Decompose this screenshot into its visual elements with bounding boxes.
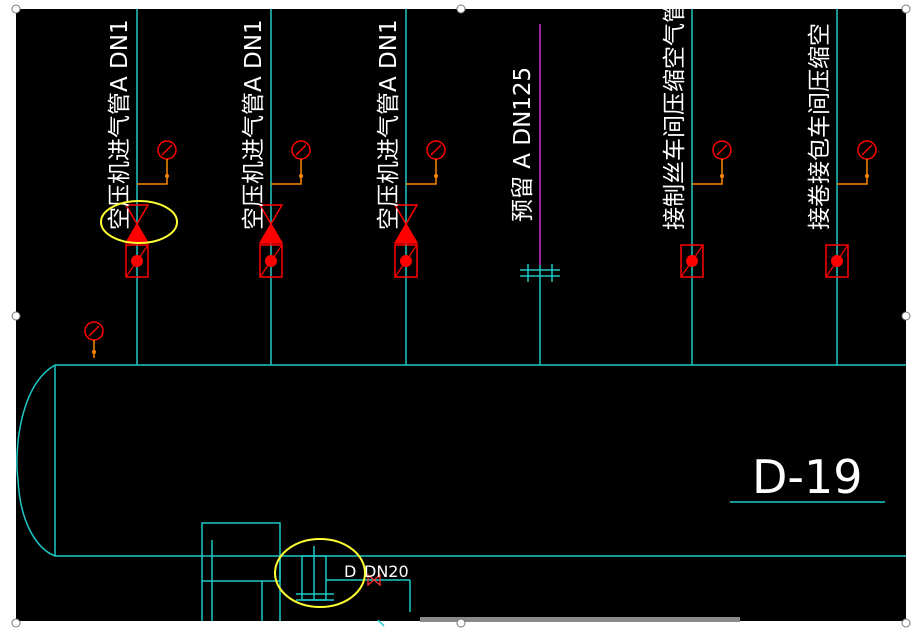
fitting-box-icon [825, 244, 849, 278]
pipe-label: 空压机进气管A DN1 [241, 19, 267, 230]
resize-handle-top-left [11, 4, 21, 14]
fitting-box-icon [394, 244, 418, 278]
fitting-box-icon [680, 244, 704, 278]
tank-label: D-19 [752, 450, 863, 504]
pipe-column: 接制丝车间压缩空气管 [662, 0, 732, 365]
pipe-column: 接卷接包车间压缩空 [807, 9, 877, 365]
resize-handle-bottom-right [901, 618, 911, 628]
resize-handle-top [456, 4, 466, 14]
pipe-column: 预留 A DN125 [510, 24, 560, 365]
pipe-label: 接制丝车间压缩空气管 [662, 0, 688, 230]
pipe-label: 预留 A DN125 [510, 67, 536, 222]
d-label: D [344, 562, 356, 581]
pipe-label: 空压机进气管A DN1 [376, 19, 402, 230]
resize-handle-top-right [901, 4, 911, 14]
resize-handle-right [901, 311, 911, 321]
pressure-gauge-icon [84, 321, 104, 358]
pressure-gauge-icon [137, 140, 177, 185]
small-valve-icon [367, 573, 381, 587]
pipes-layer: 空压机进气管A DN1 空压机进气管A DN1 空压机进气管A DN1 预留 A DN… [107, 0, 877, 365]
pressure-gauge-icon [837, 140, 877, 185]
selection-handles[interactable] [11, 4, 911, 628]
pipe-column: 空压机进气管A DN1 [241, 9, 311, 365]
fitting-box-icon [125, 244, 149, 278]
flange-icon [520, 264, 560, 282]
horizontal-scrollbar[interactable] [420, 617, 740, 622]
pressure-gauge-icon [271, 140, 311, 185]
resize-handle-bottom [456, 618, 466, 628]
gate-valve-icon [393, 204, 419, 244]
pressure-gauge-icon [692, 140, 732, 185]
highlight-valve-ellipse [100, 200, 178, 244]
pressure-gauge-icon [406, 140, 446, 185]
highlight-equipment-ellipse [274, 538, 366, 608]
pipe-label: 空压机进气管A DN1 [107, 19, 133, 230]
fitting-box-icon [259, 244, 283, 278]
pipe-column: 空压机进气管A DN1 [376, 9, 446, 365]
gate-valve-icon [258, 204, 284, 244]
pipe-column: 空压机进气管A DN1 [107, 9, 177, 365]
pipe-label: 接卷接包车间压缩空 [807, 23, 833, 230]
drawing-background [16, 9, 906, 621]
tank-body [16, 364, 906, 557]
resize-handle-left [11, 311, 21, 321]
resize-handle-bottom-left [11, 618, 21, 628]
dn-label: DN20 [364, 562, 409, 581]
